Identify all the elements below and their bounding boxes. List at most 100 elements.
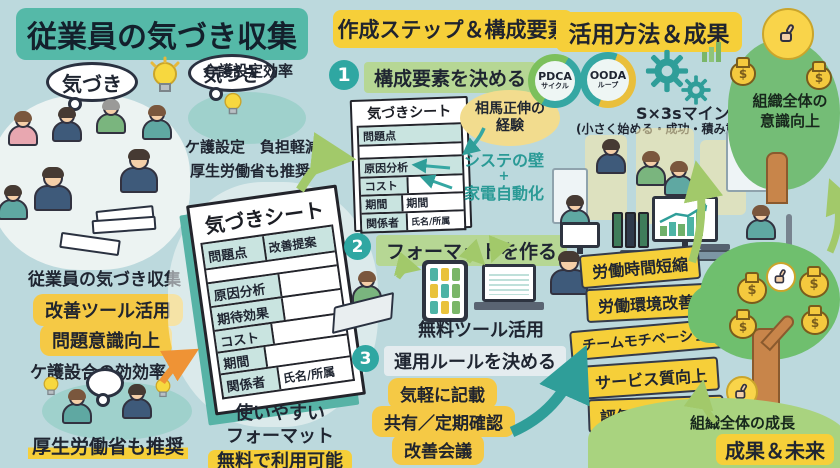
rule-pill: 改善会議 <box>392 434 484 465</box>
thumbs-up-badge <box>766 262 796 292</box>
person-illustration <box>52 107 82 142</box>
pdca-cycle: PDCA サイクル <box>528 54 582 108</box>
rule-pill: 共有／定期確認 <box>372 406 515 437</box>
green-arrow-step2 <box>393 251 422 280</box>
caption-line: フォーマット <box>226 426 334 448</box>
money-bag-icon: $ <box>801 310 829 335</box>
person-illustration <box>0 185 28 220</box>
ooda-sublabel: ループ <box>597 81 619 90</box>
annotation-system-wall: システの壁 + 家電自動化 <box>452 151 556 204</box>
money-bag-icon: $ <box>737 277 767 304</box>
future-label: 成果＆未来 <box>716 434 834 465</box>
sheet-row: 原因分析 <box>359 154 463 177</box>
annotation-line: システの壁 <box>463 151 544 170</box>
person-illustration <box>636 151 666 186</box>
tablet-illustration <box>422 260 468 322</box>
person-illustration <box>120 149 158 193</box>
money-bag-icon: $ <box>799 271 829 298</box>
label-kousei-top: 厚生労働省も推奨 <box>190 162 311 180</box>
label-kousei-bottom: 厚生労働省も推奨 <box>28 432 189 459</box>
section-title-results: 活用方法＆成果 <box>556 12 742 52</box>
sheet-row: 問題点 <box>358 122 462 145</box>
money-bag-icon: $ <box>730 62 756 86</box>
step1-label: 構成要素を決める <box>364 62 537 93</box>
green-arrow-up <box>825 178 840 254</box>
pill-mondai-ishiki: 問題意識向上 <box>40 324 172 356</box>
person-illustration <box>142 105 172 140</box>
gear-icon <box>645 49 689 93</box>
person-illustration <box>550 251 588 295</box>
label-kego-futan: ケ護設定 負担軽減 <box>185 138 321 156</box>
binder-illustration <box>612 212 623 248</box>
sheet-row: 期間 期間 <box>361 191 464 213</box>
pdca-label: PDCA <box>538 70 572 84</box>
speech-bubble <box>86 368 124 407</box>
pill-kaizen-tool: 改善ツール活用 <box>33 294 183 326</box>
section-title-steps: 作成ステップ＆構成要素 <box>333 10 573 48</box>
bar-chart-icon <box>659 202 708 236</box>
thumbs-up-icon <box>774 268 788 284</box>
money-bag-icon: $ <box>729 314 757 339</box>
tablet-apps <box>426 264 464 318</box>
mind-title: S×3sマインド <box>636 104 746 123</box>
laptop-content <box>489 271 529 295</box>
keyboard <box>700 244 730 250</box>
step3-label: 運用ルールを決める <box>384 346 566 376</box>
sheet-caption: 使いやすい フォーマット 無料で利用可能 <box>185 402 375 468</box>
growth-label: 組織全体の成長 <box>690 414 796 432</box>
step3-badge: 3 <box>352 345 379 372</box>
large-sheet: 気づきシート 問題点 改善提案 原因分析 期待効果 コスト 期間 <box>185 184 367 416</box>
chair-back <box>786 214 792 258</box>
binder-illustration <box>638 212 649 248</box>
thumbs-up-badge <box>762 8 814 60</box>
rule-pill: 気軽に記載 <box>388 378 497 409</box>
monitor-chart <box>652 196 718 251</box>
tree-awareness-label: 組織全体の 意識向上 <box>742 92 838 131</box>
caption-highlight: 無料で利用可能 <box>208 449 352 468</box>
caption-line: 使いやすい <box>235 403 325 424</box>
lightbulb-icon <box>150 56 180 92</box>
pdca-sublabel: サイクル <box>541 82 569 91</box>
laptop-base <box>474 302 544 310</box>
label-kaigo-efficiency: 介護設定効率 <box>203 62 294 80</box>
thumbs-up-icon <box>779 23 797 42</box>
person-illustration <box>122 384 152 419</box>
sheet-cell: コスト <box>360 177 410 195</box>
ooda-loop: OODA ループ <box>580 52 636 108</box>
ooda-label: OODA <box>589 69 627 83</box>
sheet-cell: 原因分析 <box>359 156 463 177</box>
speech-bubble: 気づき <box>188 54 276 101</box>
sheet-cell: 氏名/所属 <box>407 211 465 231</box>
binder-illustration <box>625 212 636 248</box>
step2-label: フォーマットを作る <box>376 235 568 266</box>
sheet-row: コスト <box>360 173 463 195</box>
person-illustration <box>596 139 626 174</box>
tree-trunk <box>766 152 788 204</box>
speech-bubble: 気づき <box>46 62 138 111</box>
annotation-line: + <box>498 169 510 185</box>
person-illustration <box>664 161 694 196</box>
person-illustration <box>96 99 126 134</box>
thumbs-up-icon <box>734 382 749 399</box>
sheet-row: 関係者 氏名/所属 <box>361 209 465 232</box>
sheet-cell: 期間 <box>361 195 404 213</box>
annotation-line: 家電自動化 <box>463 184 544 204</box>
laptop-screen <box>482 264 536 302</box>
sheet-cell: 関係者 <box>361 213 409 232</box>
person-illustration <box>8 111 38 146</box>
person-illustration <box>746 205 776 240</box>
sheet-cell: 問題点 <box>358 124 462 145</box>
sheet-title: 気づきシート <box>366 103 452 123</box>
money-bag-icon: $ <box>806 66 832 90</box>
banner-worktime: 労働時間短縮 <box>578 244 702 290</box>
teal-blob <box>188 92 306 144</box>
monitor-small <box>560 222 600 254</box>
label-free-tool: 無料ツール活用 <box>418 320 544 341</box>
awareness-line: 意識向上 <box>759 111 820 130</box>
awareness-line: 組織全体の <box>752 92 828 110</box>
person-illustration <box>34 167 72 211</box>
step2-badge: 2 <box>344 233 371 260</box>
section-title-collect: 従業員の気づき収集 <box>16 8 308 60</box>
person-illustration <box>62 389 92 424</box>
